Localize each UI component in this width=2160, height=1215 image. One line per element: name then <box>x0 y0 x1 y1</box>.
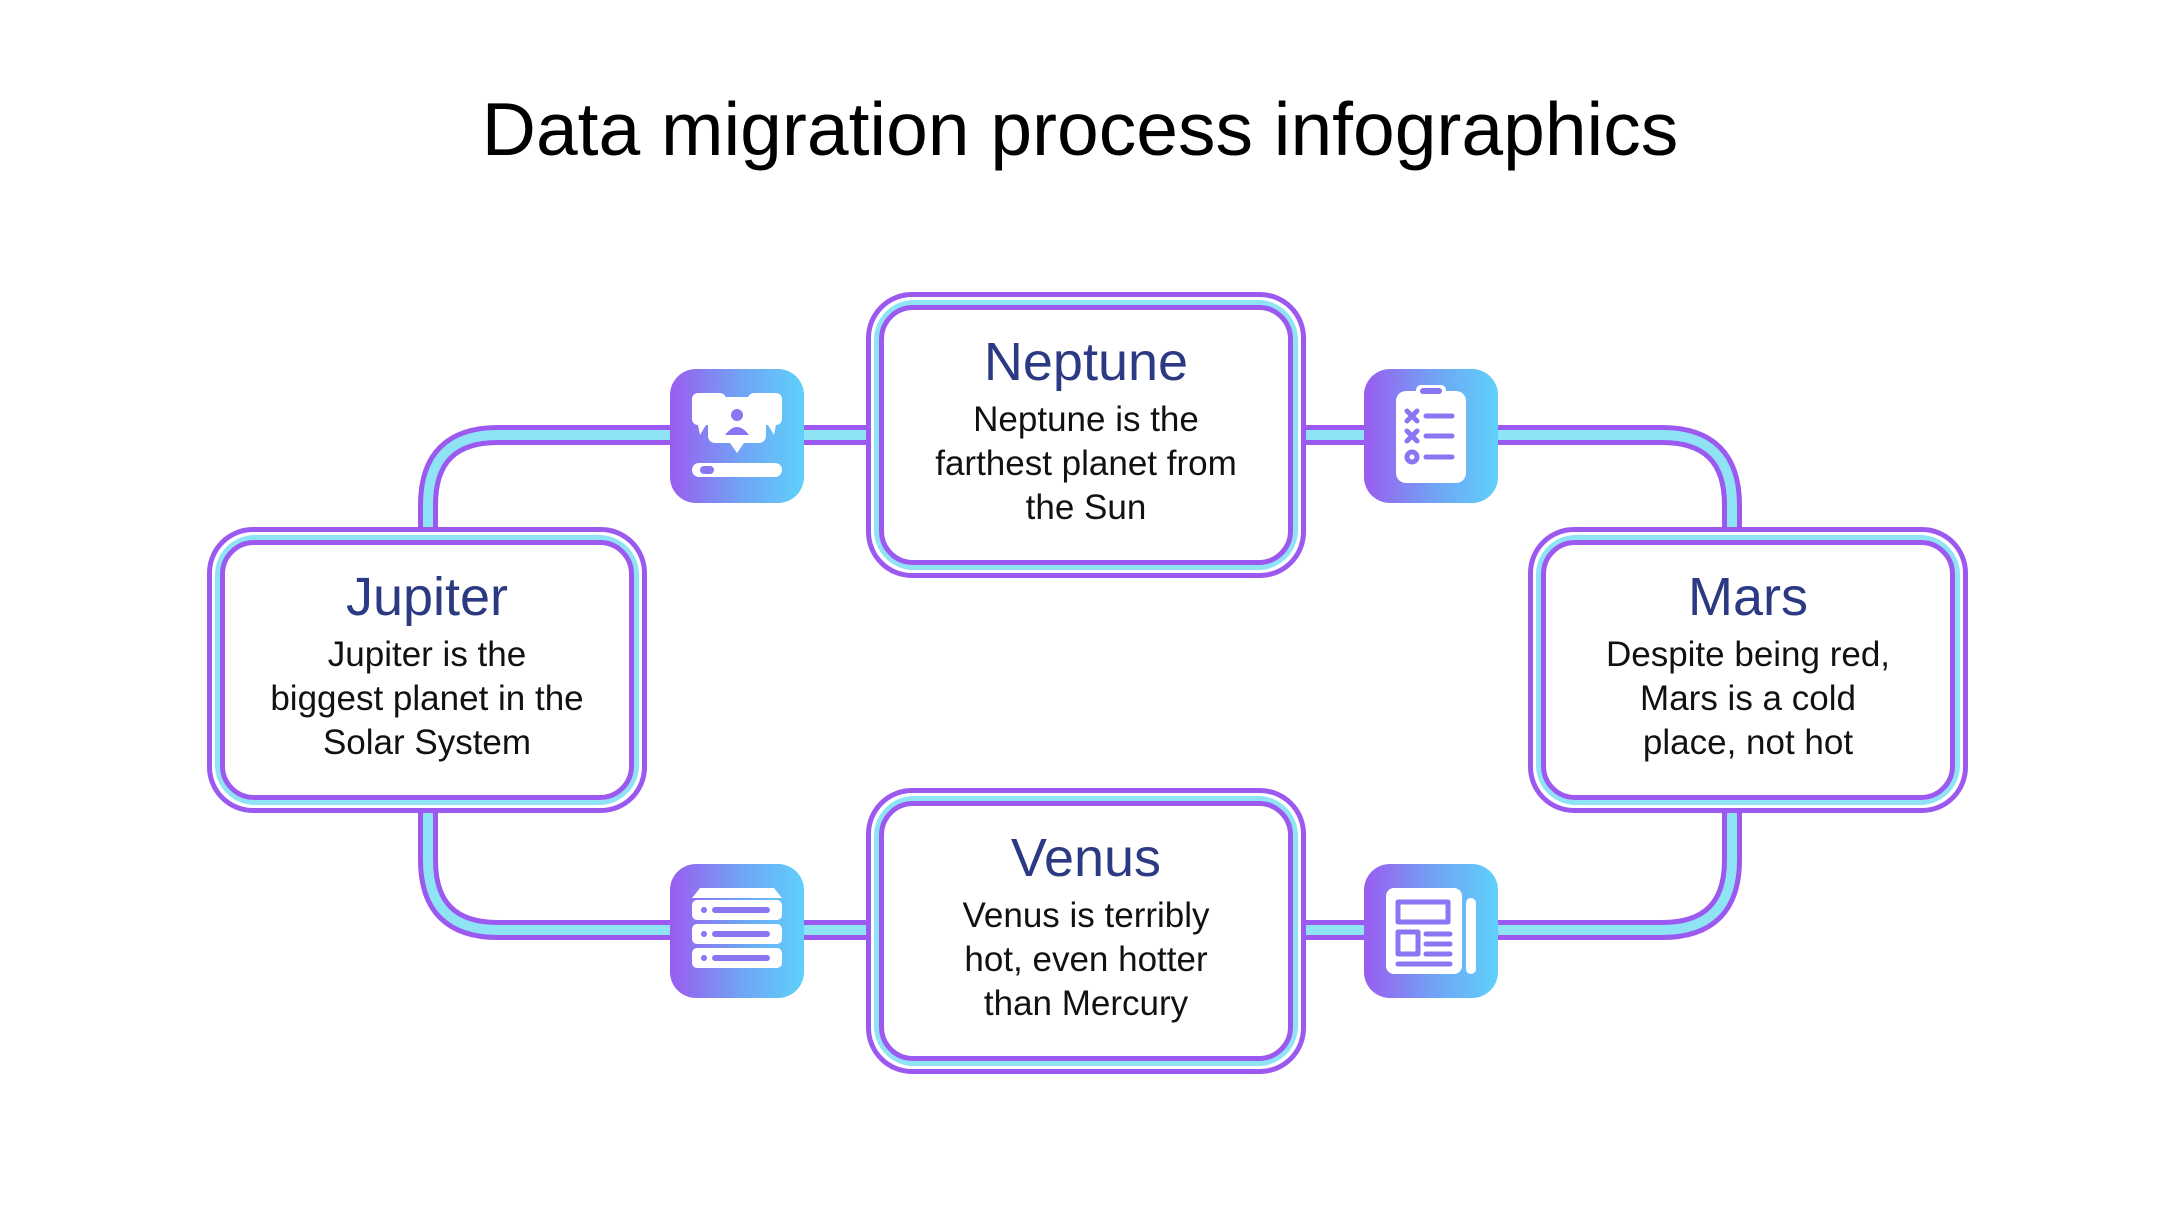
presentation-chat-icon <box>670 369 804 503</box>
card-title-mars: Mars <box>1688 567 1808 627</box>
card-title-neptune: Neptune <box>983 332 1189 392</box>
card-neptune: Neptune Neptune is the farthest planet f… <box>866 292 1306 578</box>
card-text-neptune: Neptune is the farthest planet from the … <box>935 400 1237 528</box>
card-venus: Venus Venus is terribly hot, even hotter… <box>866 788 1306 1074</box>
card-jupiter: Jupiter Jupiter is the biggest planet in… <box>207 527 647 813</box>
server-list-icon <box>670 864 804 998</box>
page-title: Data migration process infographics <box>481 87 1679 171</box>
card-title-venus: Venus <box>1010 828 1162 888</box>
card-text-venus: Venus is terribly hot, even hotter than … <box>962 896 1210 1024</box>
card-text-jupiter: Jupiter is the biggest planet in the Sol… <box>270 635 584 763</box>
newspaper-icon <box>1364 864 1498 998</box>
checklist-clipboard-icon <box>1364 369 1498 503</box>
card-mars: Mars Despite being red, Mars is a cold p… <box>1528 527 1968 813</box>
card-title-jupiter: Jupiter <box>345 567 509 627</box>
card-text-mars: Despite being red, Mars is a cold place,… <box>1605 635 1891 763</box>
